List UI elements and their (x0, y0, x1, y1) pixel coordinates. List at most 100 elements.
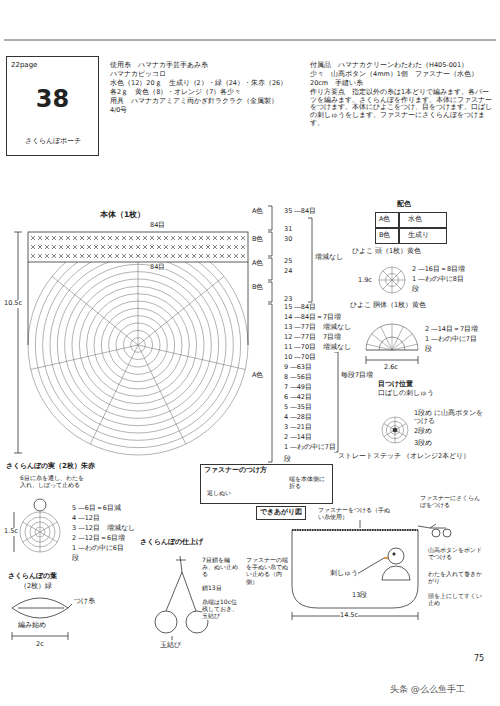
stitch-x (108, 254, 112, 258)
stitch-x (178, 236, 182, 240)
stitch-x (150, 245, 154, 249)
pouch-zipper (292, 529, 418, 531)
chick-head-chart (379, 267, 405, 293)
row-count: 11 ―70目 増減なし (284, 344, 351, 352)
stitch-x (66, 245, 70, 249)
stitch-spoke (23, 522, 40, 532)
stitch-spoke (381, 327, 392, 350)
chick-note: ストレートステッチ （オレンジ2本どり） (338, 453, 470, 461)
stitch-x (220, 236, 224, 240)
box-text: A色 (379, 216, 390, 224)
color-table: A色水色B色生成り配色 (375, 212, 451, 247)
stitch-spoke (52, 276, 138, 345)
finish-note: さくらんぼの仕上げ (140, 538, 203, 546)
stitch-ring (20, 512, 60, 552)
callout-note: わたを入れて巻きかがり (428, 570, 486, 584)
cherry-note: （2枚）緑 (20, 583, 52, 591)
stitch-x (164, 236, 168, 240)
row-count: 10 ―70目 (284, 354, 316, 362)
stitch-x (206, 245, 210, 249)
stitch-ring (379, 267, 405, 293)
row-note: 増減なし (315, 254, 343, 262)
material-note: ハマナカピッコロ (110, 71, 300, 79)
cherry-stem (166, 556, 196, 611)
stitch-x (143, 245, 147, 249)
box-text: 端を本体側に折る (289, 475, 329, 489)
leaf-chart (12, 598, 72, 618)
stitch-x (122, 236, 126, 240)
stitch-spoke (31, 345, 138, 369)
chick-note: 段 (425, 346, 432, 354)
row-count: 12 ―77目 7目増 (284, 334, 341, 342)
stitch-spoke (392, 344, 417, 350)
stitch-spoke (392, 280, 393, 293)
width-dimension (366, 356, 418, 364)
pouch-dimension (292, 612, 418, 620)
material-note: 少々 山高ボタン（4mm）1個 ファスナー（水色） (310, 71, 492, 79)
stitch-x (143, 254, 147, 258)
stitch-x (171, 254, 175, 258)
cherry-note: つけ糸 (74, 598, 95, 606)
row-count: 7 ―49目 (284, 384, 312, 392)
stitch-x (143, 236, 147, 240)
material-note: 用具 ハマナカアミアミ両かぎ針ラクラク（金属製） (110, 98, 300, 106)
row-count: 6 ―42目 (284, 394, 312, 402)
pouch-cherry (432, 529, 440, 537)
stitch-x (94, 254, 98, 258)
stitch-x (185, 254, 189, 258)
height-dimension (14, 232, 22, 453)
stitch-spoke (392, 324, 393, 350)
stitch-x (213, 254, 217, 258)
color-bracket (268, 206, 272, 462)
stitch-x (122, 245, 126, 249)
stitch-x (52, 245, 56, 249)
pouch-chick-eye (393, 553, 395, 555)
stitch-spoke (379, 280, 392, 281)
stitch-x (199, 245, 203, 249)
stitch-x (115, 236, 119, 240)
row-count: 24 (284, 268, 292, 276)
row-brace (308, 218, 312, 302)
row-count: 9 ―63目 (284, 364, 312, 372)
stitch-x (38, 254, 42, 258)
stitch-x (101, 254, 105, 258)
stitch-x (241, 254, 245, 258)
material-note: 20cm 手縫い糸 (310, 80, 492, 88)
callout-note: ファスナーにさくらんぼをつける (420, 494, 484, 508)
stitch-x (220, 245, 224, 249)
cherry-ball (155, 611, 177, 633)
stitch-x (52, 254, 56, 258)
color-key: B色 (252, 284, 263, 292)
stitch-x (59, 245, 63, 249)
stitch-spoke (392, 280, 405, 281)
body-side (248, 262, 249, 345)
stitch-x (101, 245, 105, 249)
stitch-x (199, 236, 203, 240)
material-note: 作り方要点 指定以外の糸は1本どりで編みます。各パーツを編みます。さくらんぼを作… (310, 89, 492, 128)
knot-leader (172, 636, 173, 640)
chick-note: 口ばしの刺しゅう (378, 390, 434, 398)
row-count: 23 (284, 296, 292, 304)
box-text: B色 (379, 232, 390, 240)
stitch-x (171, 236, 175, 240)
cherry-note: 1 ―わの中に6目 (72, 545, 124, 553)
stitch-x (45, 254, 49, 258)
callout-note: 刺しゅう (330, 570, 358, 578)
watermark: 头条 @么么鱼手工 (390, 684, 465, 695)
stitch-x (80, 236, 84, 240)
chick-note: 1 ―わの中に8目 (412, 276, 464, 284)
cherry-note: 3 ―12目 増減なし (72, 525, 135, 533)
stitch-x (199, 254, 203, 258)
pouch-chick-head (388, 548, 404, 564)
callout-note: ファスナーの端を手ぬい糸でぬい止める（内側） (246, 556, 290, 585)
row-count: 30 (284, 236, 292, 244)
stitch-spoke (40, 532, 41, 552)
chick-note: 目つけ位置 (378, 380, 413, 388)
stitch-x (94, 236, 98, 240)
top-rule (4, 40, 496, 41)
stitch-spoke (23, 532, 40, 542)
stitch-x (213, 236, 217, 240)
chick-note: 2.6c (384, 364, 398, 372)
stitch-x (192, 236, 196, 240)
row-count: 1 ―わの中に7目 (284, 444, 336, 452)
